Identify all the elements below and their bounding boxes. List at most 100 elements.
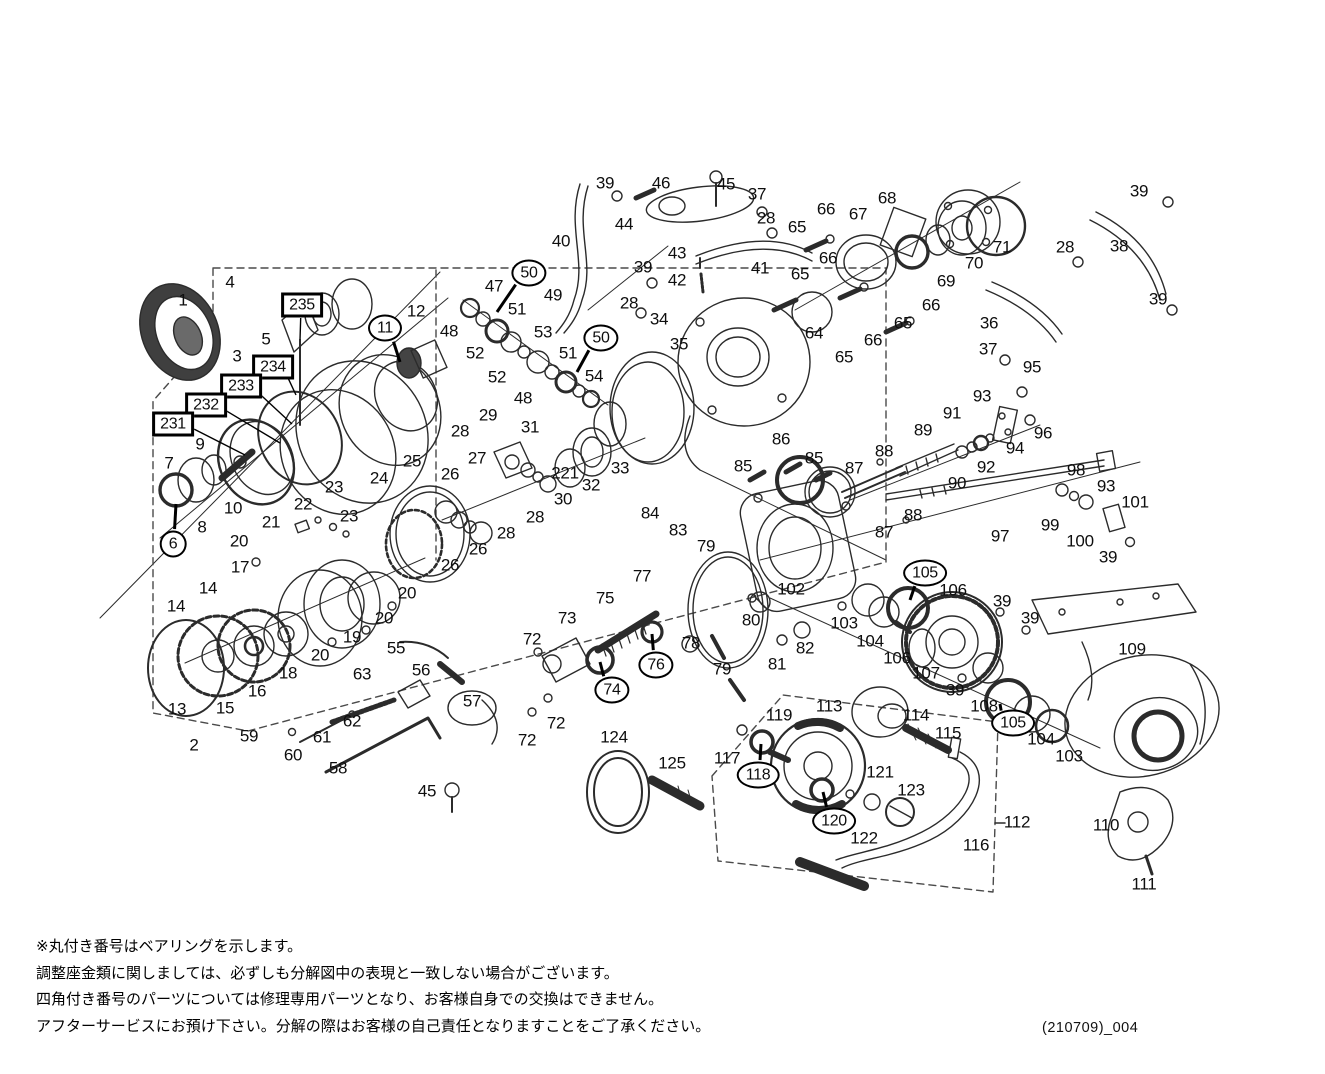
part-label-42: 42 bbox=[667, 270, 687, 290]
part-label-89: 89 bbox=[913, 420, 933, 440]
part-label-79: 79 bbox=[696, 536, 716, 556]
part-label-15: 15 bbox=[215, 698, 235, 718]
part-label-28: 28 bbox=[496, 523, 516, 543]
part-label-97: 97 bbox=[990, 526, 1010, 546]
part-label-93: 93 bbox=[1096, 476, 1116, 496]
leader-line bbox=[299, 317, 302, 341]
part-label-30: 30 bbox=[553, 489, 573, 509]
leader-line bbox=[258, 393, 293, 425]
part-label-1: 1 bbox=[178, 290, 188, 310]
leader-line bbox=[193, 428, 246, 456]
part-label-50: 50 bbox=[511, 259, 547, 287]
leader-line bbox=[650, 633, 655, 651]
part-label-103: 103 bbox=[1055, 746, 1083, 766]
part-label-37: 37 bbox=[747, 184, 767, 204]
part-label-39: 39 bbox=[1098, 547, 1118, 567]
part-label-80: 80 bbox=[741, 610, 761, 630]
part-label-38: 38 bbox=[1109, 236, 1129, 256]
part-label-102: 102 bbox=[777, 579, 805, 599]
part-label-63: 63 bbox=[352, 664, 372, 684]
part-label-235: 235 bbox=[281, 292, 323, 318]
leader-line bbox=[998, 703, 1003, 711]
part-label-101: 101 bbox=[1121, 492, 1149, 512]
part-label-113: 113 bbox=[815, 696, 843, 716]
part-label-46: 46 bbox=[651, 173, 671, 193]
part-label-60: 60 bbox=[283, 745, 303, 765]
leader-line bbox=[226, 410, 281, 444]
part-label-48: 48 bbox=[439, 321, 459, 341]
part-label-78: 78 bbox=[681, 633, 701, 653]
part-label-11: 11 bbox=[367, 314, 403, 342]
part-label-10: 10 bbox=[223, 498, 243, 518]
part-label-6: 6 bbox=[159, 530, 187, 558]
part-label-74: 74 bbox=[594, 676, 630, 704]
part-label-70: 70 bbox=[964, 253, 984, 273]
part-label-26: 26 bbox=[468, 539, 488, 559]
part-label-116: 116 bbox=[962, 835, 990, 855]
part-label-22: 22 bbox=[293, 494, 313, 514]
part-label-124: 124 bbox=[600, 727, 628, 747]
part-label-92: 92 bbox=[976, 457, 996, 477]
part-label-123: 123 bbox=[897, 780, 925, 800]
part-label-58: 58 bbox=[328, 758, 348, 778]
part-label-23: 23 bbox=[339, 506, 359, 526]
part-label-52: 52 bbox=[487, 367, 507, 387]
part-label-39: 39 bbox=[945, 680, 965, 700]
part-label-81: 81 bbox=[767, 654, 787, 674]
part-label-20: 20 bbox=[374, 608, 394, 628]
footnote-line-4: アフターサービスにお預け下さい。分解の際はお客様の自己責任となりますことをご了承… bbox=[36, 1017, 711, 1035]
part-label-14: 14 bbox=[166, 596, 186, 616]
part-label-3: 3 bbox=[232, 346, 242, 366]
part-label-119: 119 bbox=[765, 705, 793, 725]
part-label-66: 66 bbox=[816, 199, 836, 219]
part-label-120: 120 bbox=[812, 807, 856, 835]
part-label-99: 99 bbox=[1040, 515, 1060, 535]
part-label-39: 39 bbox=[633, 257, 653, 277]
part-label-65: 65 bbox=[834, 347, 854, 367]
part-label-82: 82 bbox=[795, 638, 815, 658]
part-label-51: 51 bbox=[558, 343, 578, 363]
part-label-28: 28 bbox=[450, 421, 470, 441]
part-label-65: 65 bbox=[787, 217, 807, 237]
part-label-23: 23 bbox=[324, 477, 344, 497]
part-label-233: 233 bbox=[220, 373, 262, 399]
part-label-20: 20 bbox=[397, 583, 417, 603]
doc-code: (210709)_004 bbox=[1042, 1020, 1139, 1036]
part-label-39: 39 bbox=[595, 173, 615, 193]
leader-line bbox=[575, 349, 591, 373]
part-label-66: 66 bbox=[818, 248, 838, 268]
part-label-96: 96 bbox=[1033, 423, 1053, 443]
leader-line bbox=[173, 503, 178, 530]
part-label-91: 91 bbox=[942, 403, 962, 423]
part-label-18: 18 bbox=[278, 663, 298, 683]
part-label-85: 85 bbox=[733, 456, 753, 476]
part-label-71: 71 bbox=[992, 237, 1012, 257]
part-label-106: 106 bbox=[939, 580, 967, 600]
part-label-19: 19 bbox=[342, 627, 362, 647]
part-label-57: 57 bbox=[462, 691, 482, 711]
footnotes: ※丸付き番号はベアリングを示します。 調整座金類に関しましては、必ずしも分解図中… bbox=[36, 934, 710, 1040]
part-label-44: 44 bbox=[614, 214, 634, 234]
leader-line bbox=[392, 341, 402, 363]
part-label-118: 118 bbox=[736, 761, 780, 789]
part-label-65: 65 bbox=[790, 264, 810, 284]
leader-line bbox=[286, 376, 297, 396]
part-label-88: 88 bbox=[903, 505, 923, 525]
part-label-125: 125 bbox=[658, 753, 686, 773]
part-label-26: 26 bbox=[440, 555, 460, 575]
part-label-93: 93 bbox=[972, 386, 992, 406]
part-label-54: 54 bbox=[584, 366, 604, 386]
part-label-41: 41 bbox=[750, 258, 770, 278]
part-label-25: 25 bbox=[402, 451, 422, 471]
part-label-51: 51 bbox=[507, 299, 527, 319]
part-label-55: 55 bbox=[386, 638, 406, 658]
part-label-43: 43 bbox=[667, 243, 687, 263]
part-label-221: 221 bbox=[551, 463, 579, 483]
part-label-61: 61 bbox=[312, 727, 332, 747]
part-label-72: 72 bbox=[522, 629, 542, 649]
part-label-79: 79 bbox=[712, 659, 732, 679]
